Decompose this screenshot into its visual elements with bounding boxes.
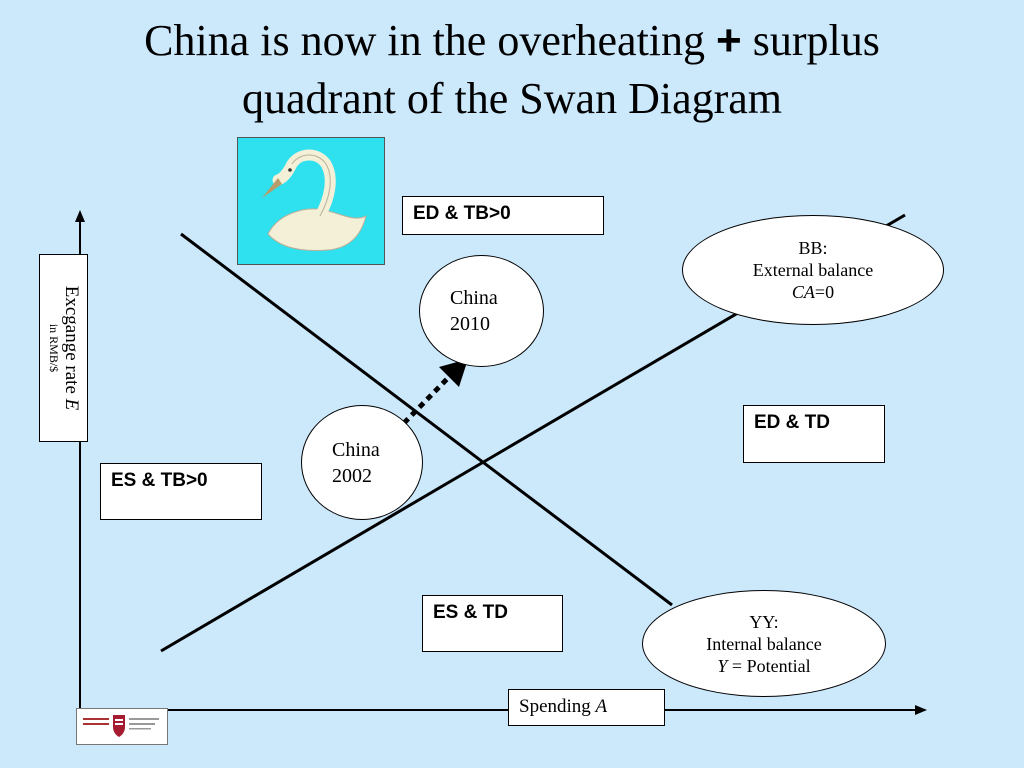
title-plus: + [716,16,742,65]
y-axis-unit: in RMB/$ [46,323,61,373]
yy-eq-rest: = Potential [727,655,811,676]
region-bottom-label: ES & TD [422,595,563,652]
x-axis-title-text: Spending [519,696,596,717]
y-axis-title: Excgange rate E [60,285,82,411]
swan-icon [262,149,367,251]
title-line-1: China is now in the overheating + surplu… [0,12,1024,70]
region-top-label: ED & TB>0 [402,196,604,235]
y-axis-title-text: Excgange rate [60,285,82,399]
china-2010-point: China 2010 [419,255,544,367]
bb-eq-rest: =0 [814,282,835,302]
x-axis-label: Spending A [508,689,665,726]
region-left-label: ES & TB>0 [100,463,262,520]
china-2002-year: 2002 [332,464,372,487]
yy-curve-label: YY: Internal balance Y = Potential [642,590,886,697]
swan-image [237,137,385,265]
bb-curve-label: BB: External balance CA=0 [682,215,944,325]
region-right-label: ED & TD [743,405,885,463]
yy-desc: Internal balance [706,633,822,654]
title-line-2: quadrant of the Swan Diagram [241,74,783,123]
title-text-b: surplus [741,16,880,65]
china-2010-year: 2010 [450,313,490,335]
china-2010-name: China [450,287,498,309]
harvard-kennedy-school-logo [76,708,168,745]
bb-name: BB: [798,238,828,258]
bb-equation: CA=0 [792,281,834,303]
movement-arrow-head [439,359,468,387]
bb-eq-var: CA [791,282,815,302]
bb-desc: External balance [752,260,874,280]
slide-title: China is now in the overheating + surplu… [0,12,1024,128]
china-2002-point: China 2002 [301,405,423,520]
yy-eq-var: Y [717,655,728,676]
title-text-a: China is now in the overheating [144,16,717,65]
yy-line [180,232,673,607]
china-2002-name: China [332,438,380,461]
movement-arrow-shaft [402,376,450,425]
x-axis-variable: A [595,696,608,717]
harvard-shield-icon [83,715,159,737]
y-axis-label: Excgange rate E in RMB/$ [39,254,88,442]
yy-name: YY: [749,611,779,632]
yy-equation: Y = Potential [717,655,810,677]
y-axis-variable: E [60,398,82,411]
